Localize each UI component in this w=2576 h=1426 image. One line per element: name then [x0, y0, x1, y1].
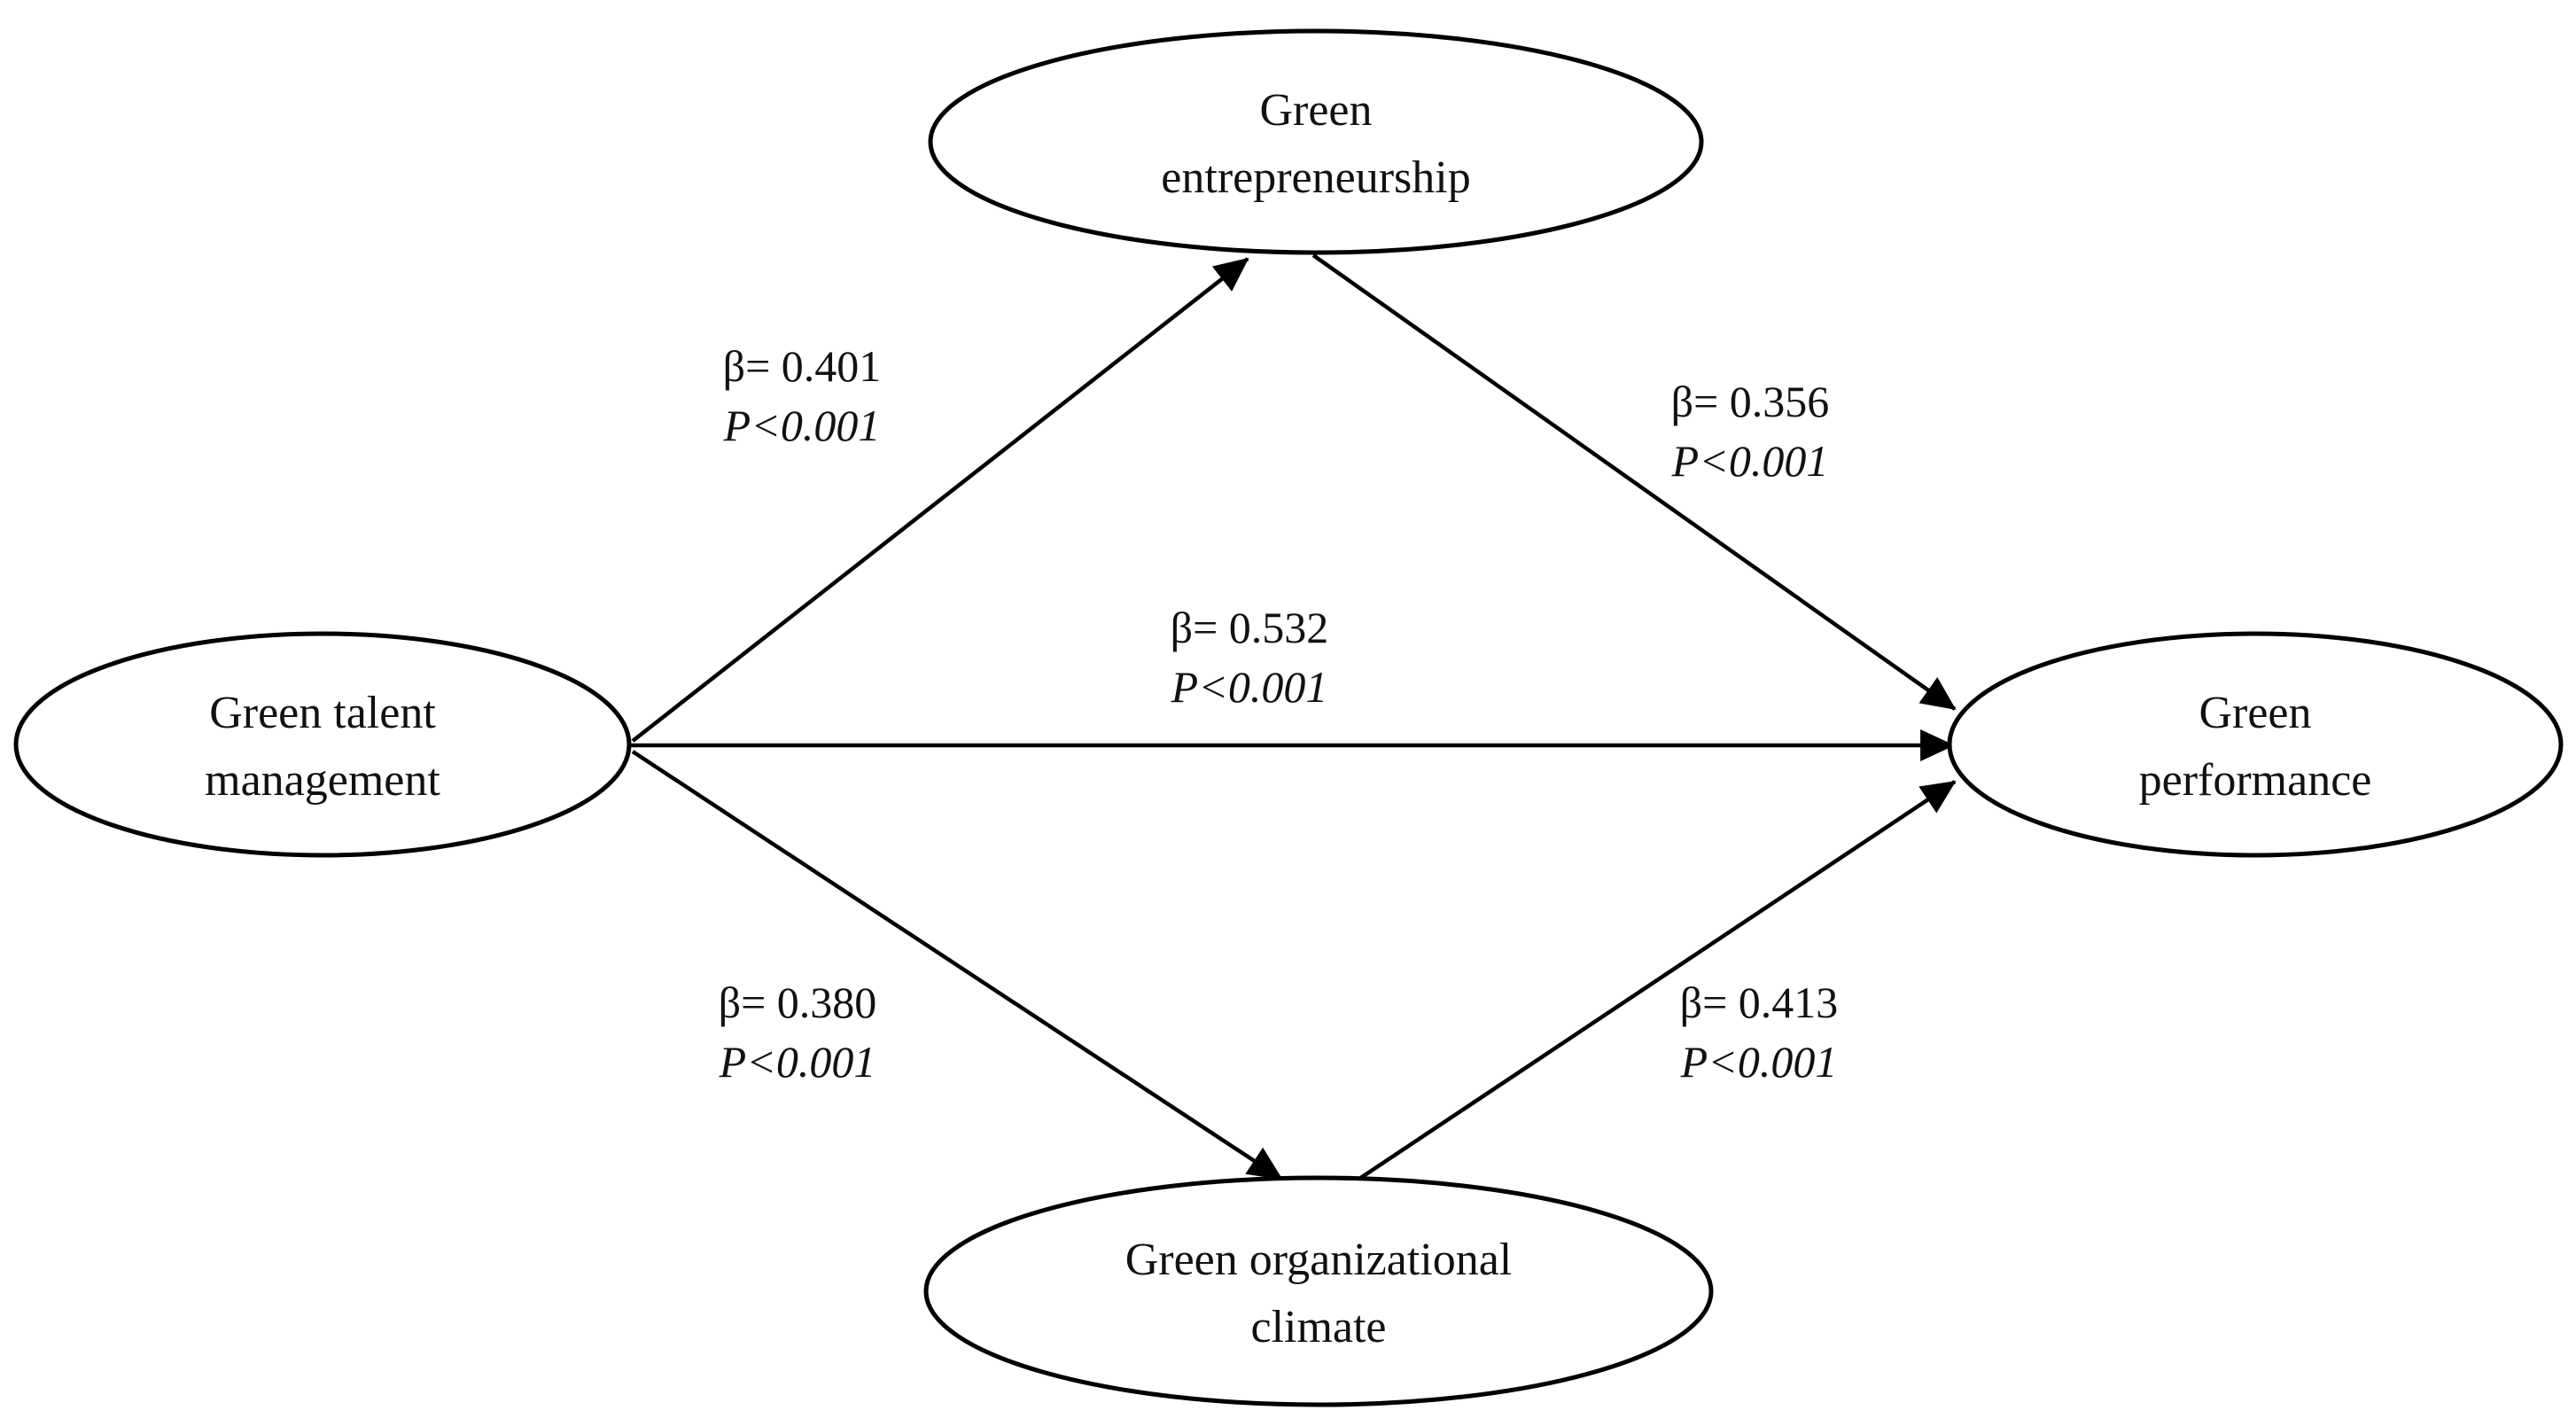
node-label-green-talent-management-line2: management	[205, 755, 440, 806]
node-green-organizational-climate[interactable]: Green organizational climate	[923, 1175, 1714, 1407]
path-label-goc-to-gp-beta: β= 0.413	[1680, 978, 1839, 1027]
path-line-goc-to-gp	[1350, 780, 1957, 1186]
path-line-gtm-to-ge	[631, 257, 1249, 743]
path-label-gtm-to-ge-p: P<0.001	[723, 401, 881, 450]
path-line-gtm-to-goc	[631, 750, 1283, 1181]
path-label-ge-to-gp-p: P<0.001	[1671, 436, 1829, 486]
node-green-performance[interactable]: Green performance	[1947, 631, 2564, 858]
node-label-green-entrepreneurship-line1: Green	[1259, 85, 1372, 136]
path-label-goc-to-gp: β= 0.413 P<0.001	[1680, 978, 1839, 1087]
node-label-green-organizational-climate-line2: climate	[1250, 1302, 1386, 1352]
path-label-gtm-to-goc-beta: β= 0.380	[719, 978, 877, 1027]
path-label-ge-to-gp: β= 0.356 P<0.001	[1671, 377, 1830, 486]
path-label-gtm-to-gp-direct-beta: β= 0.532	[1171, 603, 1329, 652]
path-line-ge-to-gp	[1311, 253, 1957, 711]
node-label-green-performance-line2: performance	[2139, 755, 2372, 806]
path-label-gtm-to-gp-direct-p: P<0.001	[1171, 662, 1328, 712]
node-label-green-organizational-climate-line1: Green organizational	[1125, 1235, 1513, 1285]
node-label-green-performance-line1: Green	[2199, 688, 2311, 738]
node-green-entrepreneurship[interactable]: Green entrepreneurship	[928, 28, 1704, 255]
path-label-gtm-to-gp-direct: β= 0.532 P<0.001	[1171, 603, 1329, 712]
path-label-gtm-to-ge-beta: β= 0.401	[723, 341, 882, 391]
node-ellipse-green-talent-management	[13, 631, 632, 858]
node-green-talent-management[interactable]: Green talent management	[13, 631, 632, 858]
node-ellipse-green-performance	[1947, 631, 2564, 858]
node-label-green-entrepreneurship-line2: entrepreneurship	[1161, 152, 1470, 203]
path-label-gtm-to-goc-p: P<0.001	[719, 1037, 876, 1087]
node-ellipse-green-organizational-climate	[923, 1175, 1714, 1407]
node-ellipse-green-entrepreneurship	[928, 28, 1704, 255]
path-label-goc-to-gp-p: P<0.001	[1680, 1037, 1838, 1087]
node-label-green-talent-management-line1: Green talent	[209, 688, 436, 738]
path-label-gtm-to-ge: β= 0.401 P<0.001	[723, 341, 882, 450]
path-label-gtm-to-goc: β= 0.380 P<0.001	[719, 978, 877, 1087]
path-label-ge-to-gp-beta: β= 0.356	[1671, 377, 1830, 426]
